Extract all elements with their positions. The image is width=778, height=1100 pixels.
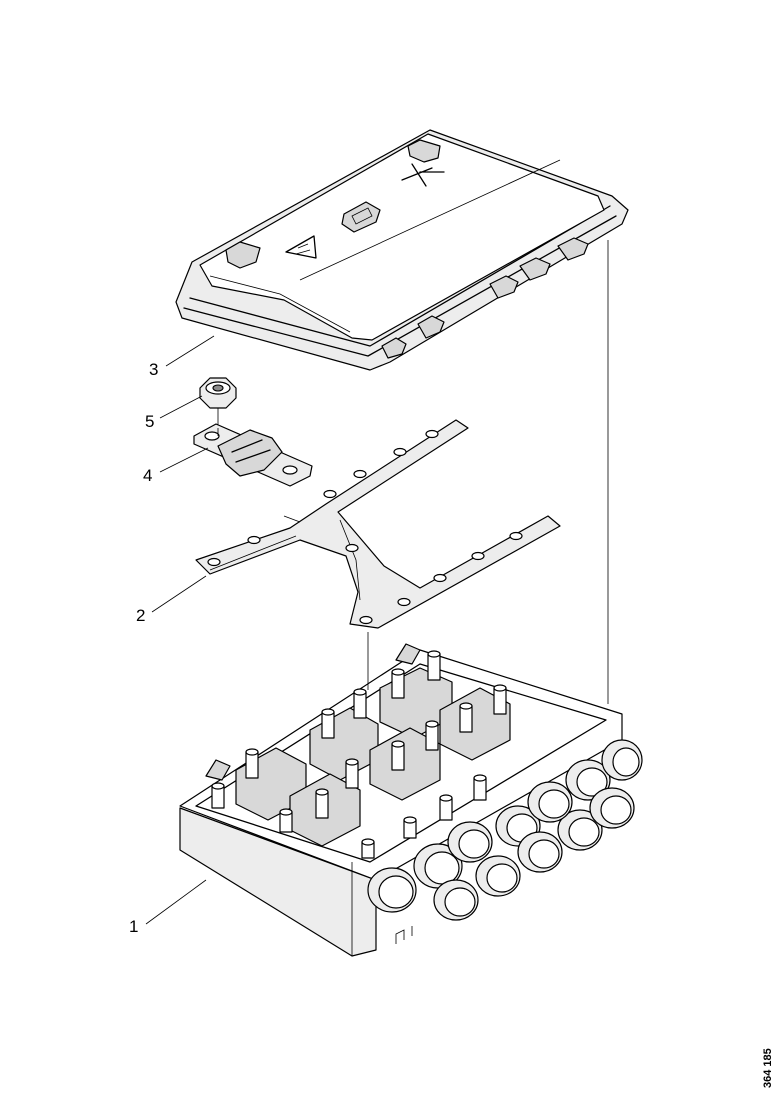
nut-part [199, 377, 237, 428]
housing-box-part [179, 643, 643, 957]
leader-line-1 [145, 879, 207, 925]
leader-line-3 [165, 335, 215, 367]
leader-line-4 [159, 447, 209, 473]
drawing-number: 364 185 [762, 1048, 774, 1088]
leader-line-5 [159, 395, 203, 419]
leader-line-2 [151, 575, 207, 613]
callout-1: 1 [129, 917, 139, 936]
callout-2: 2 [136, 606, 146, 625]
callout-5: 5 [145, 412, 155, 431]
callout-3: 3 [149, 360, 159, 379]
callout-4: 4 [143, 466, 153, 485]
link-clip-part [193, 423, 313, 487]
cover-part [175, 129, 629, 371]
busbar-plate-part [195, 419, 561, 629]
